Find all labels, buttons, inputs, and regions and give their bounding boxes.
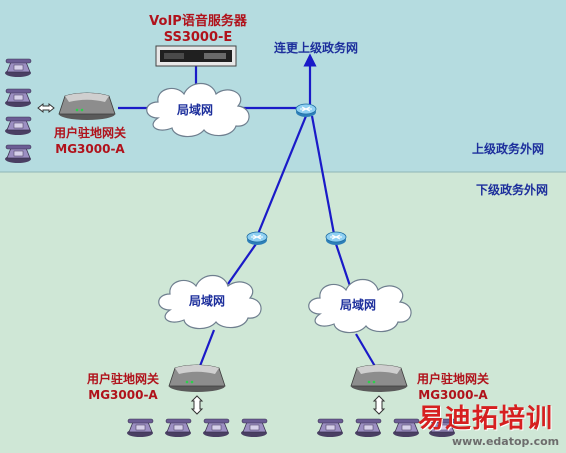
telephone-icon (354, 418, 382, 438)
lan-label-bottom-right: 局域网 (340, 298, 377, 312)
router-icon-left (246, 231, 268, 246)
gateway-icon-top (58, 92, 116, 121)
telephone-icon (316, 418, 344, 438)
server-icon (155, 45, 237, 67)
telephone-icon (164, 418, 192, 438)
telephone-icon (126, 418, 154, 438)
gateway-top-title: 用户驻地网关 (53, 126, 127, 140)
gateway-top-model: MG3000-A (55, 142, 125, 156)
lower-zone (0, 172, 566, 453)
telephone-icon (4, 88, 32, 108)
lan-label-top: 局域网 (177, 103, 214, 117)
telephone-icon (4, 58, 32, 78)
telephone-icon (4, 144, 32, 164)
arrow-icon-bottom-left (190, 395, 204, 415)
telephone-icon (4, 116, 32, 136)
gateway-bottom-right-title: 用户驻地网关 (416, 372, 490, 386)
gateway-bottom-left-title: 用户驻地网关 (86, 372, 160, 386)
gateway-icon-bottom-left (168, 364, 226, 393)
uplink-label: 连更上级政务网 (274, 41, 359, 55)
gateway-bottom-right-model: MG3000-A (418, 388, 488, 402)
telephone-icon (240, 418, 268, 438)
network-links (118, 53, 377, 369)
upper-zone (0, 0, 566, 172)
telephone-icon (392, 418, 420, 438)
gateway-icon-bottom-right (350, 364, 408, 393)
router-icon-core (295, 103, 317, 118)
server-title: VoIP语音服务器 (149, 14, 247, 29)
arrow-icon-bottom-right (372, 395, 386, 415)
watermark-url: www.edatop.com (452, 435, 560, 448)
watermark-text: 易迪拓培训 (418, 404, 554, 434)
arrow-icon-top (37, 102, 55, 114)
upper-zone-label: 上级政务外网 (471, 142, 544, 156)
lan-label-bottom-left: 局域网 (189, 294, 226, 308)
lower-zone-label: 下级政务外网 (475, 183, 548, 197)
telephone-icon (202, 418, 230, 438)
server-model: SS3000-E (163, 30, 233, 45)
gateway-bottom-left-model: MG3000-A (88, 388, 158, 402)
router-icon-right (325, 231, 347, 246)
